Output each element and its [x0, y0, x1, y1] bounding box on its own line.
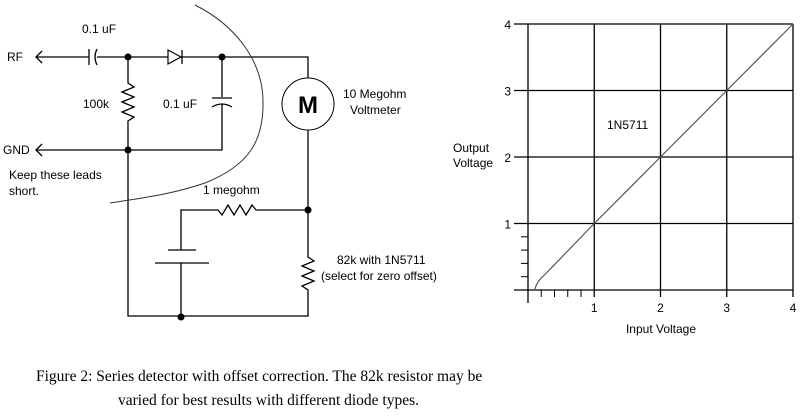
x-axis-label: Input Voltage [626, 322, 696, 336]
series-line-1n5711 [534, 23, 794, 291]
junction-dot [124, 146, 132, 154]
x-tick-label: 1 [591, 301, 598, 315]
meter-label-line2: Voltmeter [350, 103, 401, 117]
y-tick-label: 3 [504, 85, 511, 99]
gnd-label: GND [3, 143, 30, 157]
chart-annotation: 1N5711 [607, 118, 648, 132]
y-tick-label: 1 [504, 218, 511, 232]
y-tick-label: 4 [504, 18, 511, 32]
battery-icon [155, 249, 209, 316]
circuit-schematic: RF 0.1 uF 100k 0.1 uF GND M 10 Megohm Vo… [3, 4, 437, 321]
input-capacitor-curved-plate [94, 48, 98, 66]
x-tick-label: 4 [790, 301, 797, 315]
offset-resistor [180, 203, 308, 250]
caption-line1: Figure 2: Series detector with offset co… [36, 368, 483, 385]
filter-cap-label: 0.1 uF [163, 97, 197, 111]
note-line1: Keep these leads [9, 168, 102, 182]
chart-ticks: 1 1 2 2 3 3 4 4 [504, 18, 796, 315]
rf-label: RF [7, 50, 23, 64]
y-tick-label: 2 [504, 151, 511, 165]
diode-icon [167, 48, 183, 66]
input-cap-label: 0.1 uF [82, 22, 116, 36]
note-line2: short. [9, 184, 39, 198]
meter-label-line1: 10 Megohm [343, 87, 406, 101]
x-tick-label: 3 [723, 301, 730, 315]
caption-line2: varied for best results with different d… [118, 392, 420, 409]
offset-resistor-label: 1 megohm [203, 183, 260, 197]
short-leads-boundary-curve [109, 4, 264, 204]
meter-symbol: M [298, 92, 318, 119]
shunt-resistor-label: 100k [83, 97, 110, 111]
y-axis-label-line1: Output [453, 141, 490, 155]
x-tick-label: 2 [657, 301, 664, 315]
gnd-arrow-icon [35, 143, 43, 157]
chart-grid [514, 23, 794, 303]
junction-dot [177, 313, 185, 321]
main-loop-wire [120, 57, 316, 317]
transfer-chart: 1 1 2 2 3 3 4 4 1N5711 Output Voltage Input Vol… [453, 18, 797, 336]
voltmeter-icon [281, 77, 335, 131]
select-resistor-line2: (select for zero offset) [321, 269, 437, 283]
rf-wire [36, 56, 309, 78]
y-axis-label-line2: Voltage [453, 156, 493, 170]
filter-capacitor [36, 57, 233, 151]
select-resistor-line1: 82k with 1N5711 [337, 253, 426, 267]
